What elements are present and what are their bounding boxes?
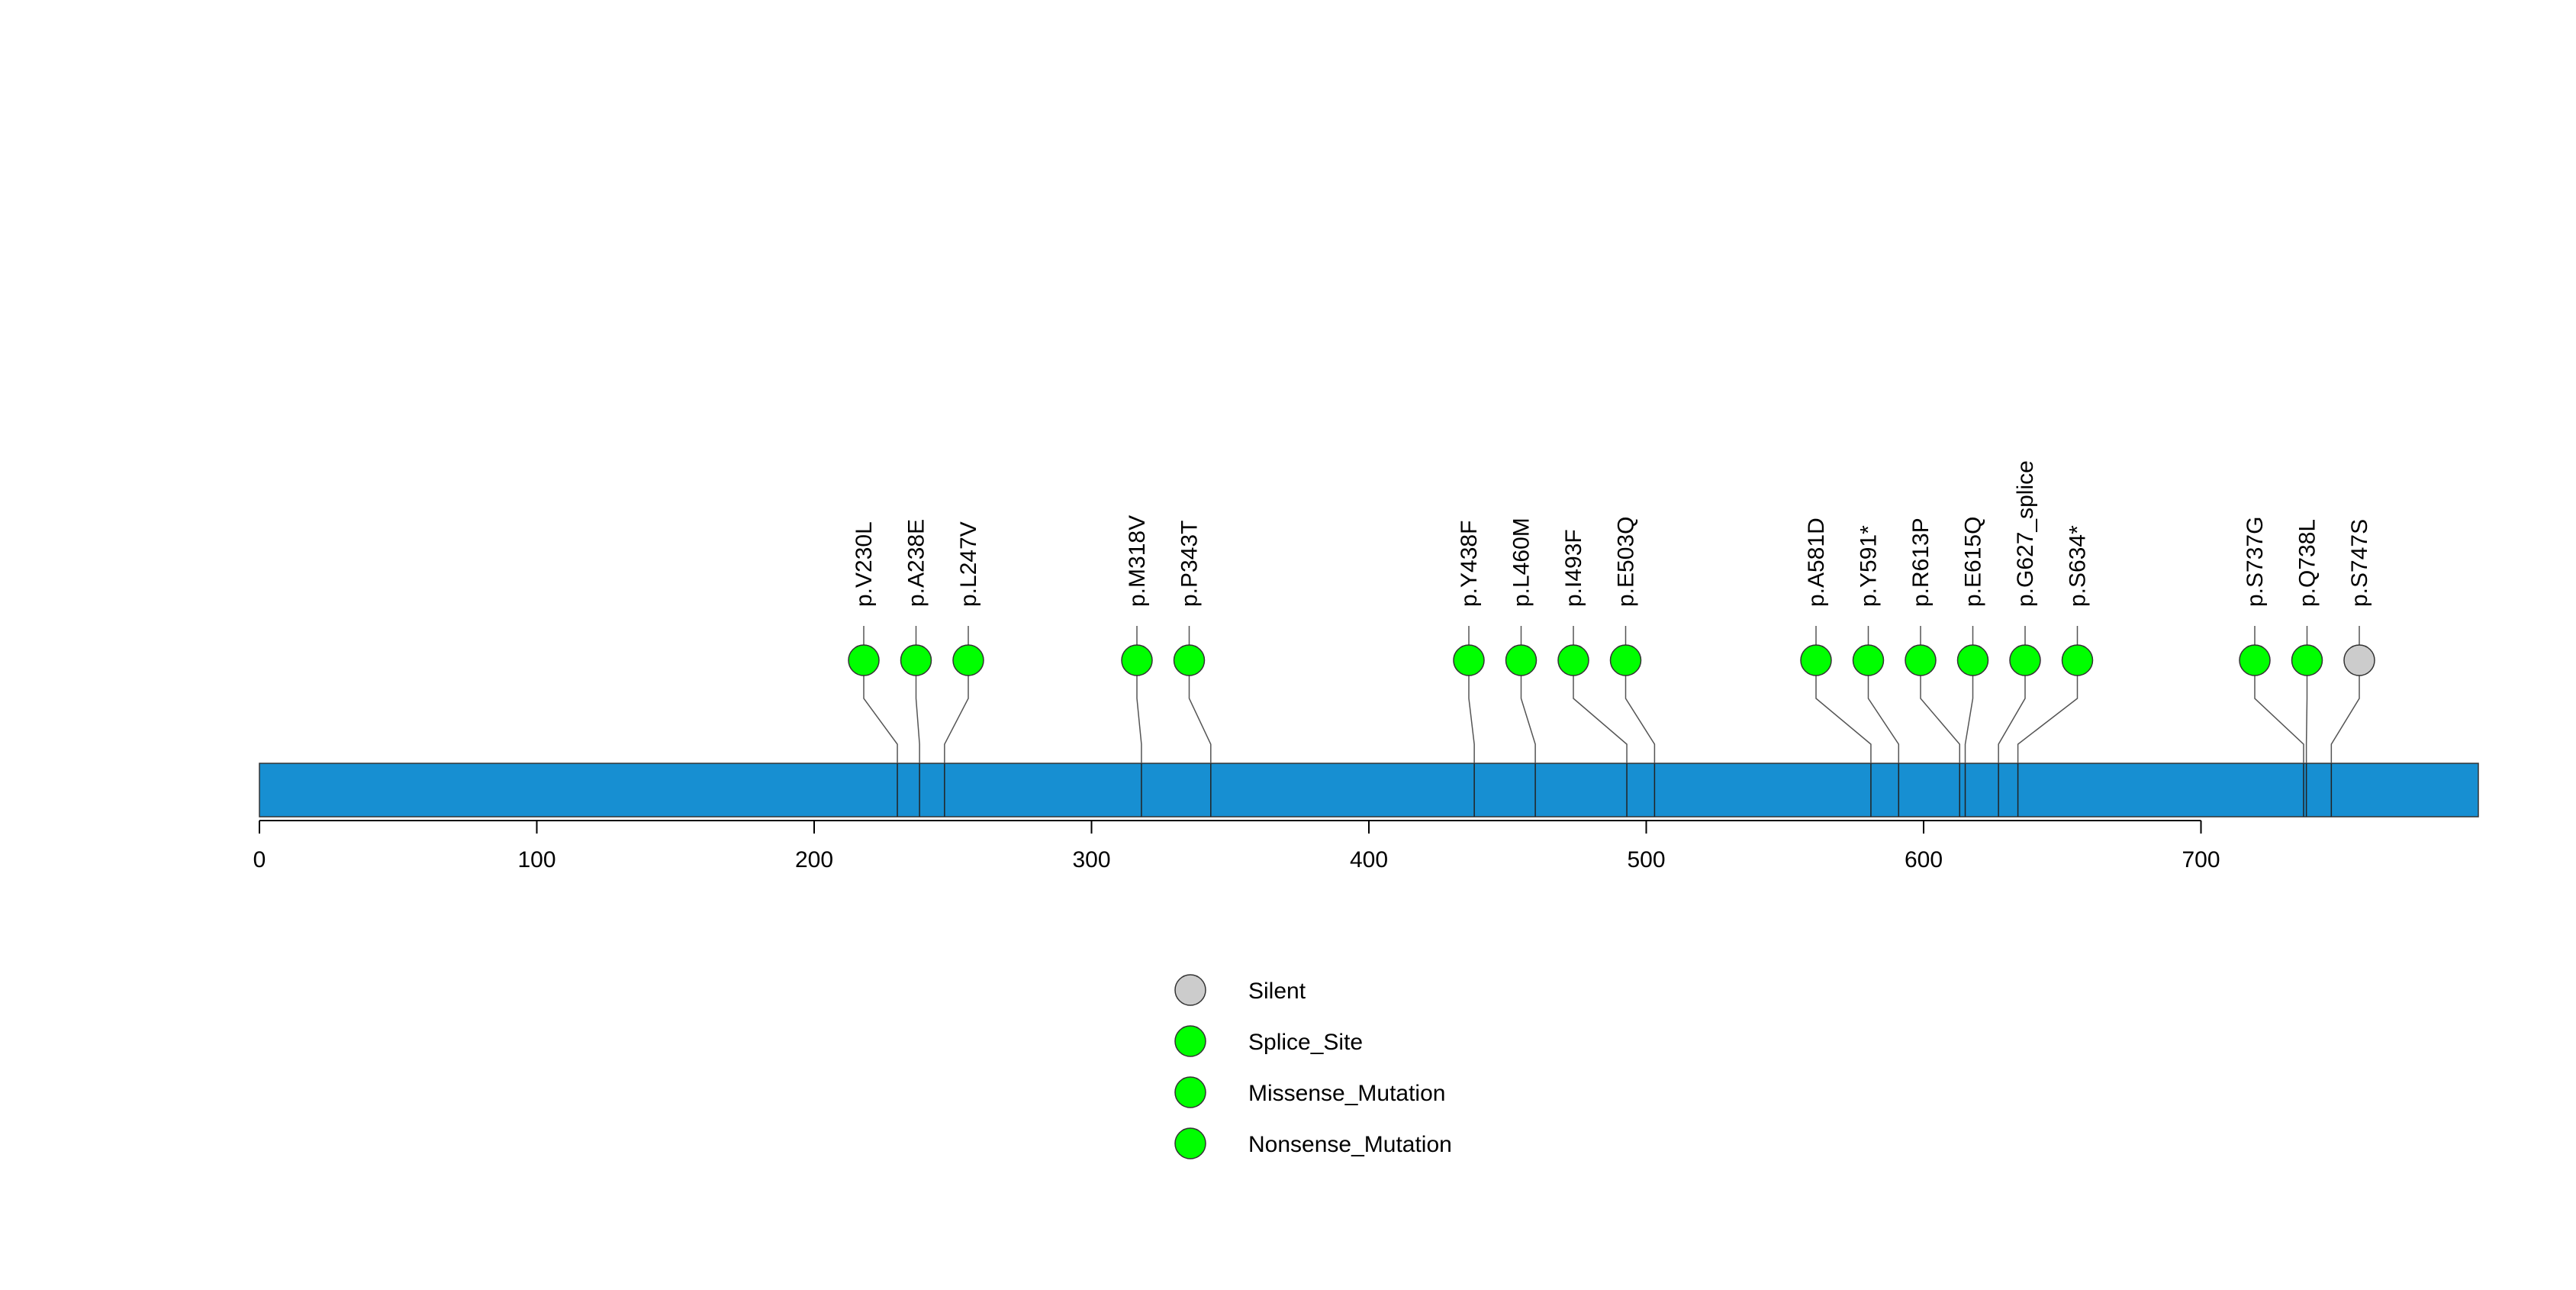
x-tick-label: 300 — [1072, 847, 1110, 872]
mutation-head — [1505, 644, 1538, 676]
mutation-head — [952, 644, 984, 676]
mutation-label: p.E503Q — [1614, 517, 1639, 607]
mutation-head — [2009, 644, 2041, 676]
mutation-label: p.G627_splice — [2013, 460, 2038, 607]
legend-swatch — [1174, 1025, 1206, 1057]
mutation-head — [848, 644, 880, 676]
mutation-label: p.E615Q — [1961, 517, 1986, 607]
legend: SilentSplice_SiteMissense_MutationNonsen… — [1174, 974, 1452, 1159]
mutation-head — [1956, 644, 1989, 676]
mutation-label: p.Y438F — [1457, 521, 1482, 607]
mutation-head — [900, 644, 932, 676]
lollipop-stem — [1520, 660, 1536, 763]
legend-label: Missense_Mutation — [1248, 1081, 1445, 1106]
lollipop-stem — [1573, 660, 1628, 763]
legend-swatch — [1174, 1127, 1206, 1159]
mutation-head — [1121, 644, 1153, 676]
mutation-head — [2343, 644, 2375, 676]
lollipop-stem — [1468, 660, 1475, 763]
lollipop-stem — [1188, 660, 1212, 763]
x-tick-label: 0 — [253, 847, 266, 872]
legend-swatch — [1174, 974, 1206, 1006]
mutation-head — [2291, 644, 2323, 676]
mutation-head — [1557, 644, 1589, 676]
x-tick-label: 500 — [1627, 847, 1665, 872]
x-axis: 0 100 200 300 400 500 600 700 — [253, 820, 2220, 872]
lollipop-stem — [2254, 660, 2304, 763]
lollipop-stem — [2330, 660, 2360, 763]
lollipop-stem — [1998, 660, 2026, 763]
lollipop-stem — [1920, 660, 1961, 763]
mutation-head — [1852, 644, 1885, 676]
legend-label: Silent — [1248, 979, 1306, 1004]
mutation-label: p.R613P — [1908, 518, 1934, 607]
lollipop-stem — [1964, 660, 1974, 763]
mutation-site-marks — [897, 763, 2333, 817]
x-tick-label: 200 — [795, 847, 833, 872]
mutation-head — [1905, 644, 1937, 676]
mutation-head — [1800, 644, 1832, 676]
mutation-label: p.S737G — [2243, 517, 2268, 607]
mutation-label: p.A238E — [904, 519, 929, 607]
mutation-head — [1173, 644, 1206, 676]
legend-label: Splice_Site — [1248, 1030, 1363, 1055]
lollipop-stem — [1624, 660, 1656, 763]
mutation-head — [2061, 644, 2094, 676]
lollipop-stem — [863, 660, 898, 763]
mutation-label: p.S634* — [2066, 525, 2091, 607]
mutation-head — [1609, 644, 1642, 676]
lollipop-stem — [2017, 660, 2079, 763]
mutation-label: p.A581D — [1804, 518, 1829, 607]
mutation-label: p.S747S — [2347, 519, 2372, 607]
mutation-head — [1453, 644, 1485, 676]
mutation-label: p.P343T — [1177, 521, 1203, 607]
mutation-label: p.I493F — [1561, 529, 1586, 607]
mutation-labels: p.V230L p.A238E p.L247V p.M318V p.P343T p.Y43… — [852, 460, 2372, 607]
lollipop-stem — [944, 660, 969, 763]
protein-bar — [259, 763, 2479, 818]
x-tick-label: 600 — [1905, 847, 1943, 872]
legend-label: Nonsense_Mutation — [1248, 1132, 1452, 1157]
lollipop-stem — [1815, 660, 1872, 763]
lollipop-stems — [863, 626, 2360, 763]
x-tick-label: 100 — [517, 847, 555, 872]
mutation-label: p.M318V — [1125, 515, 1150, 607]
mutation-head — [2239, 644, 2271, 676]
mutation-label: p.Y591* — [1856, 525, 1882, 607]
mutation-label: p.L460M — [1509, 518, 1534, 607]
lollipop-heads — [848, 644, 2375, 676]
x-tick-label: 400 — [1350, 847, 1388, 872]
lollipop-stem — [1136, 660, 1142, 763]
mutation-label: p.V230L — [852, 521, 877, 607]
x-tick-label: 700 — [2182, 847, 2220, 872]
mutation-label: p.L247V — [956, 521, 981, 607]
mutation-label: p.Q738L — [2295, 519, 2320, 607]
legend-swatch — [1174, 1076, 1206, 1108]
lollipop-stem — [915, 660, 920, 763]
lollipop-stem — [1867, 660, 1900, 763]
